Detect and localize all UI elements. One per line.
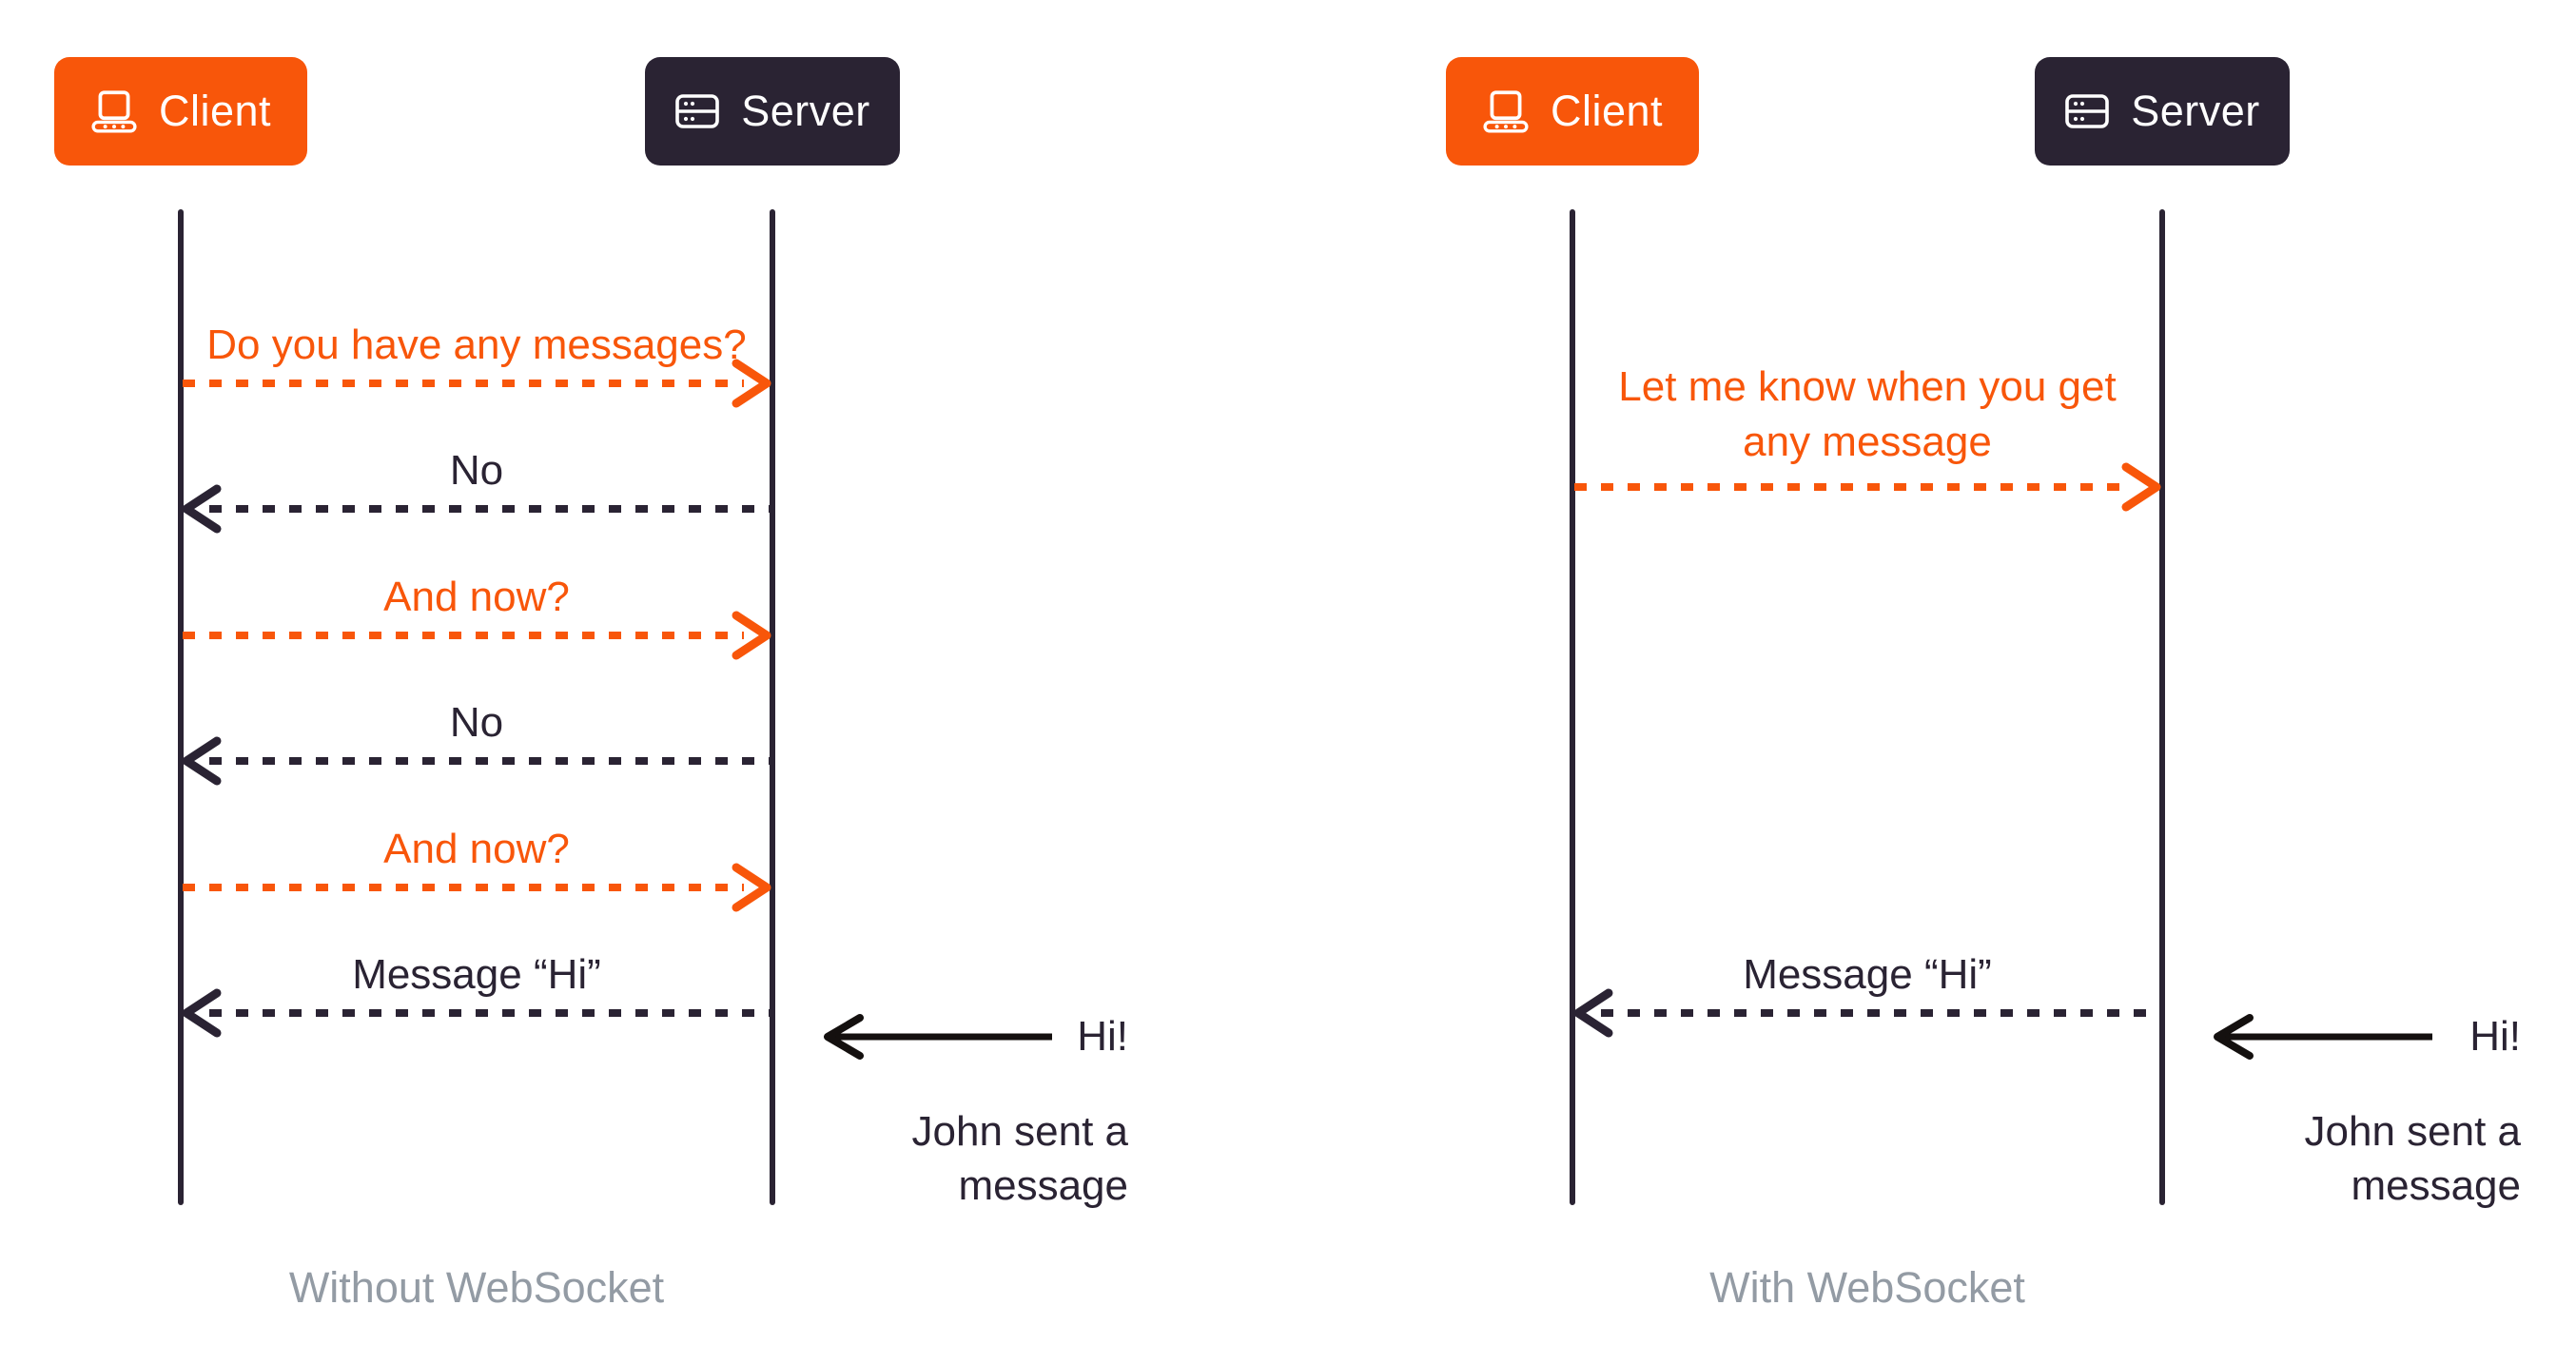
message-label: And now? bbox=[383, 574, 570, 620]
dashed-arrow-right-icon bbox=[1574, 462, 2161, 512]
server-lifeline bbox=[770, 209, 775, 1205]
message-label: Let me know when you get any message bbox=[1618, 363, 2117, 465]
external-event-note: John sent a message bbox=[2304, 1108, 2522, 1209]
message-label: And now? bbox=[383, 826, 570, 872]
dashed-arrow-left-icon bbox=[182, 736, 771, 786]
server-actor-label: Server bbox=[2131, 87, 2260, 135]
external-message-text: Hi! bbox=[1077, 1013, 1128, 1060]
message-label: Do you have any messages? bbox=[206, 322, 747, 368]
client-actor-badge: Client bbox=[1446, 57, 1699, 166]
solid-arrow-left-icon bbox=[824, 1014, 1052, 1060]
panel-caption: Without WebSocket bbox=[288, 1263, 665, 1312]
server-actor-label: Server bbox=[741, 87, 870, 135]
dashed-arrow-left-icon bbox=[1573, 988, 2160, 1038]
panel-without-websocket: Client Server Do you have any messages? … bbox=[54, 57, 1129, 1312]
message-label: No bbox=[449, 447, 504, 494]
dashed-arrow-right-icon bbox=[183, 863, 771, 912]
client-lifeline bbox=[178, 209, 184, 1205]
server-actor-badge: Server bbox=[645, 57, 900, 166]
message-label: Message “Hi” bbox=[1743, 951, 1992, 998]
dashed-arrow-right-icon bbox=[183, 359, 771, 408]
external-message-text: Hi! bbox=[2469, 1013, 2521, 1060]
laptop-icon bbox=[1482, 89, 1530, 133]
client-actor-badge: Client bbox=[54, 57, 307, 166]
panel-caption: With WebSocket bbox=[1709, 1263, 2025, 1312]
client-lifeline bbox=[1570, 209, 1575, 1205]
solid-arrow-left-icon bbox=[2214, 1014, 2432, 1060]
message-label: No bbox=[449, 699, 504, 746]
client-actor-label: Client bbox=[158, 87, 272, 135]
server-icon bbox=[674, 91, 720, 131]
external-event-note: John sent a message bbox=[911, 1108, 1129, 1209]
server-actor-badge: Server bbox=[2035, 57, 2290, 166]
dashed-arrow-right-icon bbox=[183, 611, 771, 660]
laptop-icon bbox=[90, 89, 138, 133]
dashed-arrow-left-icon bbox=[182, 988, 771, 1038]
client-actor-label: Client bbox=[1550, 87, 1664, 135]
panel-with-websocket: Client Server Let me know when you get a… bbox=[1288, 0, 2576, 1364]
server-icon bbox=[2064, 91, 2110, 131]
dashed-arrow-left-icon bbox=[182, 484, 771, 534]
server-lifeline bbox=[2159, 209, 2165, 1205]
message-label: Message “Hi” bbox=[352, 951, 601, 998]
